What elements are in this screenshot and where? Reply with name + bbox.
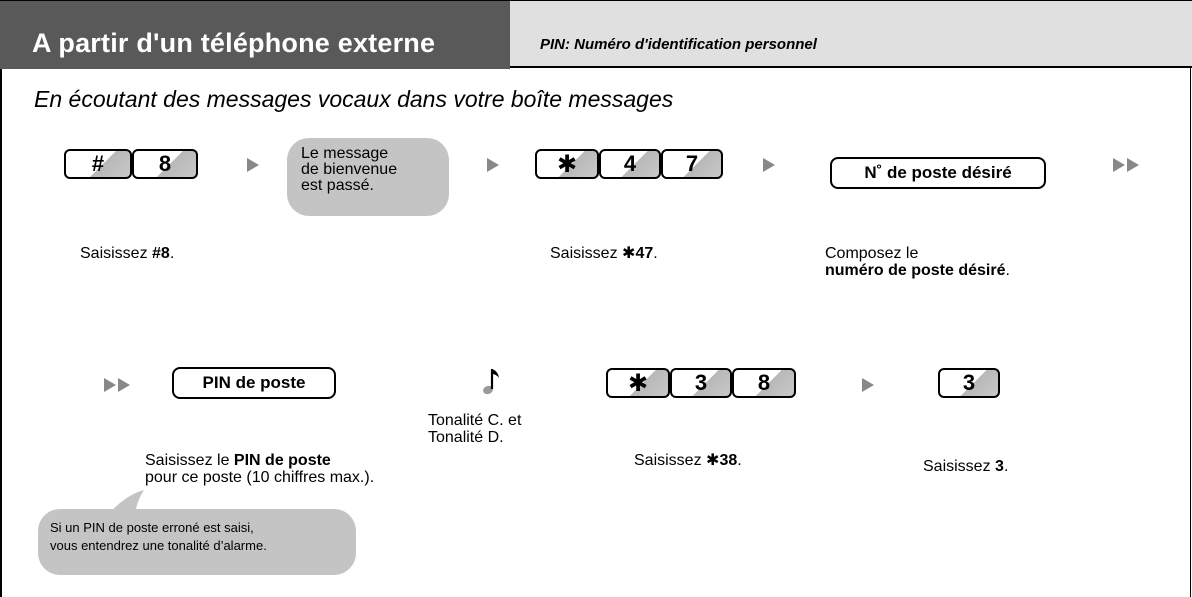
bubble-line: de bienvenue bbox=[301, 161, 398, 178]
bubble-line: est passé. bbox=[301, 177, 374, 194]
key-8[interactable]: 8 bbox=[132, 149, 198, 179]
music-note-icon bbox=[483, 369, 499, 395]
key-8[interactable]: 8 bbox=[732, 368, 796, 398]
key-star[interactable]: ✱ bbox=[606, 368, 670, 398]
arrow-right-icon bbox=[763, 158, 775, 172]
key-7[interactable]: 7 bbox=[661, 149, 723, 179]
caption-enter-pin: Saisissez le PIN de poste pour ce poste … bbox=[145, 452, 375, 486]
tone-caption: Tonalité C. et Tonalité D. bbox=[428, 412, 522, 446]
double-arrow-icon-a bbox=[104, 378, 116, 392]
bubble-line: Le message bbox=[301, 145, 389, 162]
header-title: A partir d'un téléphone externe bbox=[32, 28, 436, 58]
extension-number-box[interactable]: N˚ de poste désiré bbox=[830, 157, 1046, 189]
extension-pin-box[interactable]: PIN de poste bbox=[172, 367, 336, 399]
caption-enter-star47: Saisissez ✱47. bbox=[550, 245, 658, 262]
caption-dial-extension: Composez le numéro de poste désiré. bbox=[825, 245, 1010, 279]
key-3-single[interactable]: 3 bbox=[938, 368, 1000, 398]
double-arrow-icon-b bbox=[118, 378, 130, 392]
warning-line: Si un PIN de poste erroné est saisi, bbox=[50, 520, 254, 535]
warning-bubble: Si un PIN de poste erroné est saisi, vou… bbox=[38, 509, 356, 575]
caption-enter-star38: Saisissez ✱38. bbox=[634, 452, 742, 469]
key-star[interactable]: ✱ bbox=[535, 149, 599, 179]
section-subtitle: En écoutant des messages vocaux dans vot… bbox=[34, 86, 674, 112]
double-arrow-icon-a bbox=[1113, 158, 1125, 172]
header-bar: A partir d'un téléphone externe PIN: Num… bbox=[0, 0, 1192, 69]
header-note: PIN: Numéro d'identification personnel bbox=[540, 36, 817, 53]
arrow-right-icon bbox=[247, 158, 259, 172]
caption-enter-3: Saisissez 3. bbox=[923, 458, 1009, 475]
arrow-right-icon bbox=[862, 378, 874, 392]
key-3[interactable]: 3 bbox=[670, 368, 732, 398]
warning-line: vous entendrez une tonalité d’alarme. bbox=[50, 538, 267, 553]
key-4[interactable]: 4 bbox=[599, 149, 661, 179]
header-title-box: A partir d'un téléphone externe bbox=[0, 1, 510, 69]
double-arrow-icon-b bbox=[1127, 158, 1139, 172]
welcome-message-bubble: Le message de bienvenue est passé. bbox=[287, 138, 449, 216]
arrow-right-icon bbox=[487, 158, 499, 172]
key-hash[interactable]: # bbox=[64, 149, 132, 179]
caption-enter-hash8: Saisissez #8. bbox=[80, 245, 175, 262]
